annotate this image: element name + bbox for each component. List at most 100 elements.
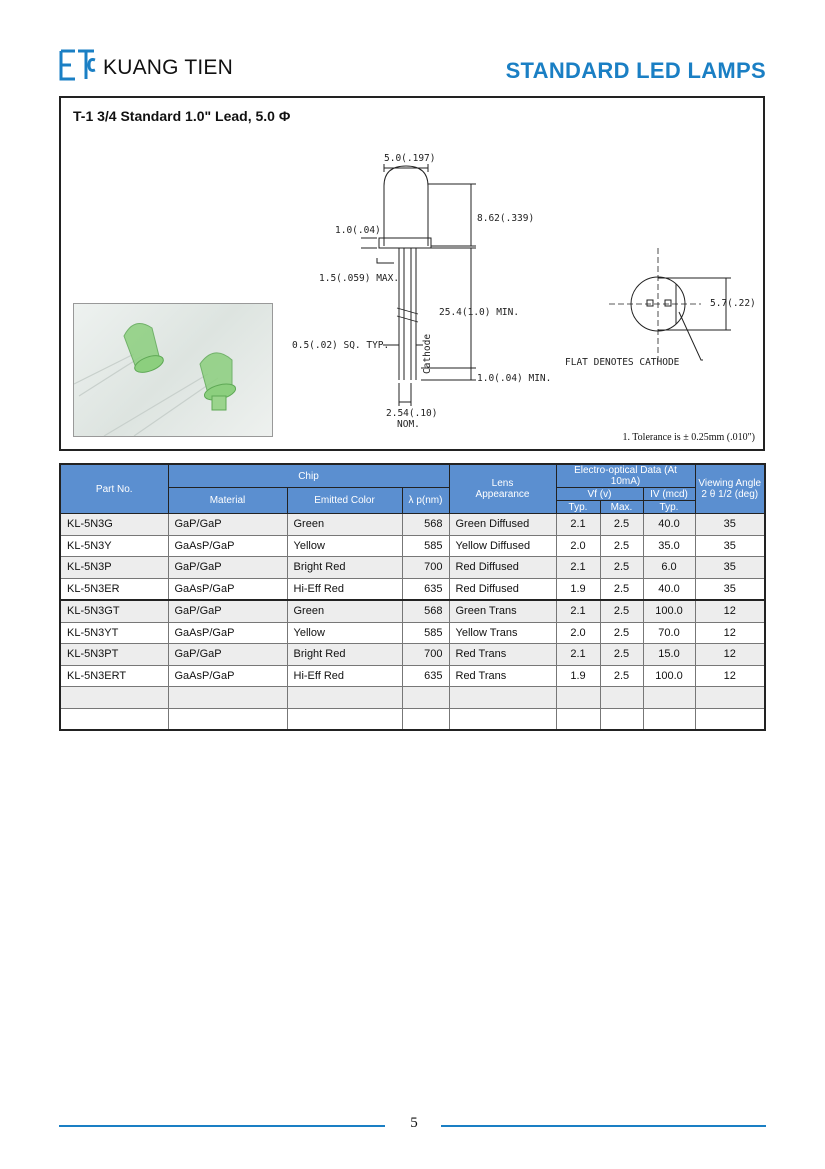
table-cell: Green — [286, 513, 403, 536]
table-cell: 35 — [694, 577, 766, 601]
table-cell: 12 — [694, 621, 766, 644]
dim-lead-length: 25.4(1.0) MIN. — [439, 307, 519, 318]
header-lambda: λ p(nm) — [401, 487, 450, 514]
header-emitted-color: Emitted Color — [286, 487, 403, 514]
brand-name: KUANG TIEN — [103, 56, 233, 79]
table-cell: Green — [286, 599, 403, 623]
led-lead-left — [398, 248, 405, 380]
table-cell: 568 — [401, 513, 450, 536]
table-cell — [642, 707, 696, 731]
dim-flange-diameter: 5.7(.22) — [710, 298, 756, 309]
diagram-panel: T-1 3/4 Standard 1.0" Lead, 5.0 Φ — [59, 96, 765, 451]
flat-cathode-note: FLAT DENOTES CATHODE — [565, 357, 680, 368]
table-cell — [599, 707, 644, 731]
tolerance-note: 1. Tolerance is ± 0.25mm (.010") — [622, 432, 755, 443]
table-cell: 2.5 — [599, 513, 644, 536]
table-cell: 40.0 — [642, 577, 696, 601]
table-cell: 2.0 — [555, 621, 601, 644]
table-cell: 1.9 — [555, 577, 601, 601]
table-cell — [555, 686, 601, 709]
led-lead-right — [410, 248, 417, 380]
table-cell: 2.1 — [555, 556, 601, 579]
table-cell: 635 — [401, 664, 450, 687]
table-cell: 70.0 — [642, 621, 696, 644]
table-cell: Bright Red — [286, 643, 403, 666]
led-dome-outline — [383, 165, 429, 246]
table-cell: GaP/GaP — [167, 513, 288, 536]
table-cell: Red Trans — [448, 664, 557, 687]
green-led-left — [123, 323, 164, 373]
table-cell: 12 — [694, 664, 766, 687]
diagram-title: T-1 3/4 Standard 1.0" Lead, 5.0 Φ — [73, 108, 291, 124]
table-cell: 2.1 — [555, 513, 601, 536]
page-title: STANDARD LED LAMPS — [505, 58, 766, 83]
dim-max: 1.5(.059) MAX. — [319, 273, 399, 284]
led-flange — [378, 237, 432, 249]
table-cell: 700 — [401, 556, 450, 579]
header-material: Material — [167, 487, 288, 514]
table-cell: 2.5 — [599, 556, 644, 579]
green-led-right — [199, 352, 237, 411]
table-cell: 12 — [694, 643, 766, 666]
footer-rule-right — [441, 1125, 766, 1127]
table-cell: GaAsP/GaP — [167, 534, 288, 557]
table-cell: 2.5 — [599, 599, 644, 623]
table-cell — [59, 686, 169, 709]
table-cell — [448, 707, 557, 731]
table-cell: Yellow — [286, 621, 403, 644]
table-row-empty — [59, 707, 766, 731]
header-electro-optical: Electro-optical Data (At 10mA) — [555, 463, 696, 488]
table-cell: 100.0 — [642, 664, 696, 687]
table-cell: GaP/GaP — [167, 556, 288, 579]
table-cell: Yellow Diffused — [448, 534, 557, 557]
table-cell — [599, 686, 644, 709]
table-cell: 635 — [401, 577, 450, 601]
table-cell: KL-5N3Y — [59, 534, 169, 557]
table-cell: 2.5 — [599, 643, 644, 666]
header-part-no: Part No. — [59, 463, 169, 514]
table-cell: Yellow — [286, 534, 403, 557]
table-cell: KL-5N3P — [59, 556, 169, 579]
dim-pitch-nom: NOM. — [397, 419, 420, 430]
page-number: 5 — [410, 1115, 418, 1131]
table-cell — [694, 686, 766, 709]
table-cell — [401, 686, 450, 709]
header-vf: Vf (v) — [555, 487, 644, 501]
table-cell: 2.1 — [555, 643, 601, 666]
header-vf-typ: Typ. — [555, 500, 601, 514]
table-cell: 12 — [694, 599, 766, 623]
dim-lead-square: 0.5(.02) SQ. TYP. — [292, 340, 389, 351]
table-cell — [642, 686, 696, 709]
header-iv: IV (mcd) — [642, 487, 696, 501]
table-cell: 2.0 — [555, 534, 601, 557]
table-cell: 1.9 — [555, 664, 601, 687]
table-cell: 2.5 — [599, 664, 644, 687]
table-cell: GaAsP/GaP — [167, 664, 288, 687]
table-cell — [286, 707, 403, 731]
dim-diameter: 5.0(.197) — [384, 153, 435, 164]
dim-pitch: 2.54(.10) — [386, 408, 437, 419]
table-cell: 2.1 — [555, 599, 601, 623]
table-cell: 585 — [401, 534, 450, 557]
dim-body-height: 8.62(.339) — [477, 213, 534, 224]
header-iv-typ: Typ. — [642, 500, 696, 514]
kuang-tien-logo-icon — [59, 49, 96, 81]
table-cell: 6.0 — [642, 556, 696, 579]
table-cell: 15.0 — [642, 643, 696, 666]
table-cell — [448, 686, 557, 709]
table-cell: 35 — [694, 556, 766, 579]
table-cell — [167, 686, 288, 709]
table-cell: GaP/GaP — [167, 643, 288, 666]
table-cell: KL-5N3YT — [59, 621, 169, 644]
table-cell: Red Diffused — [448, 556, 557, 579]
